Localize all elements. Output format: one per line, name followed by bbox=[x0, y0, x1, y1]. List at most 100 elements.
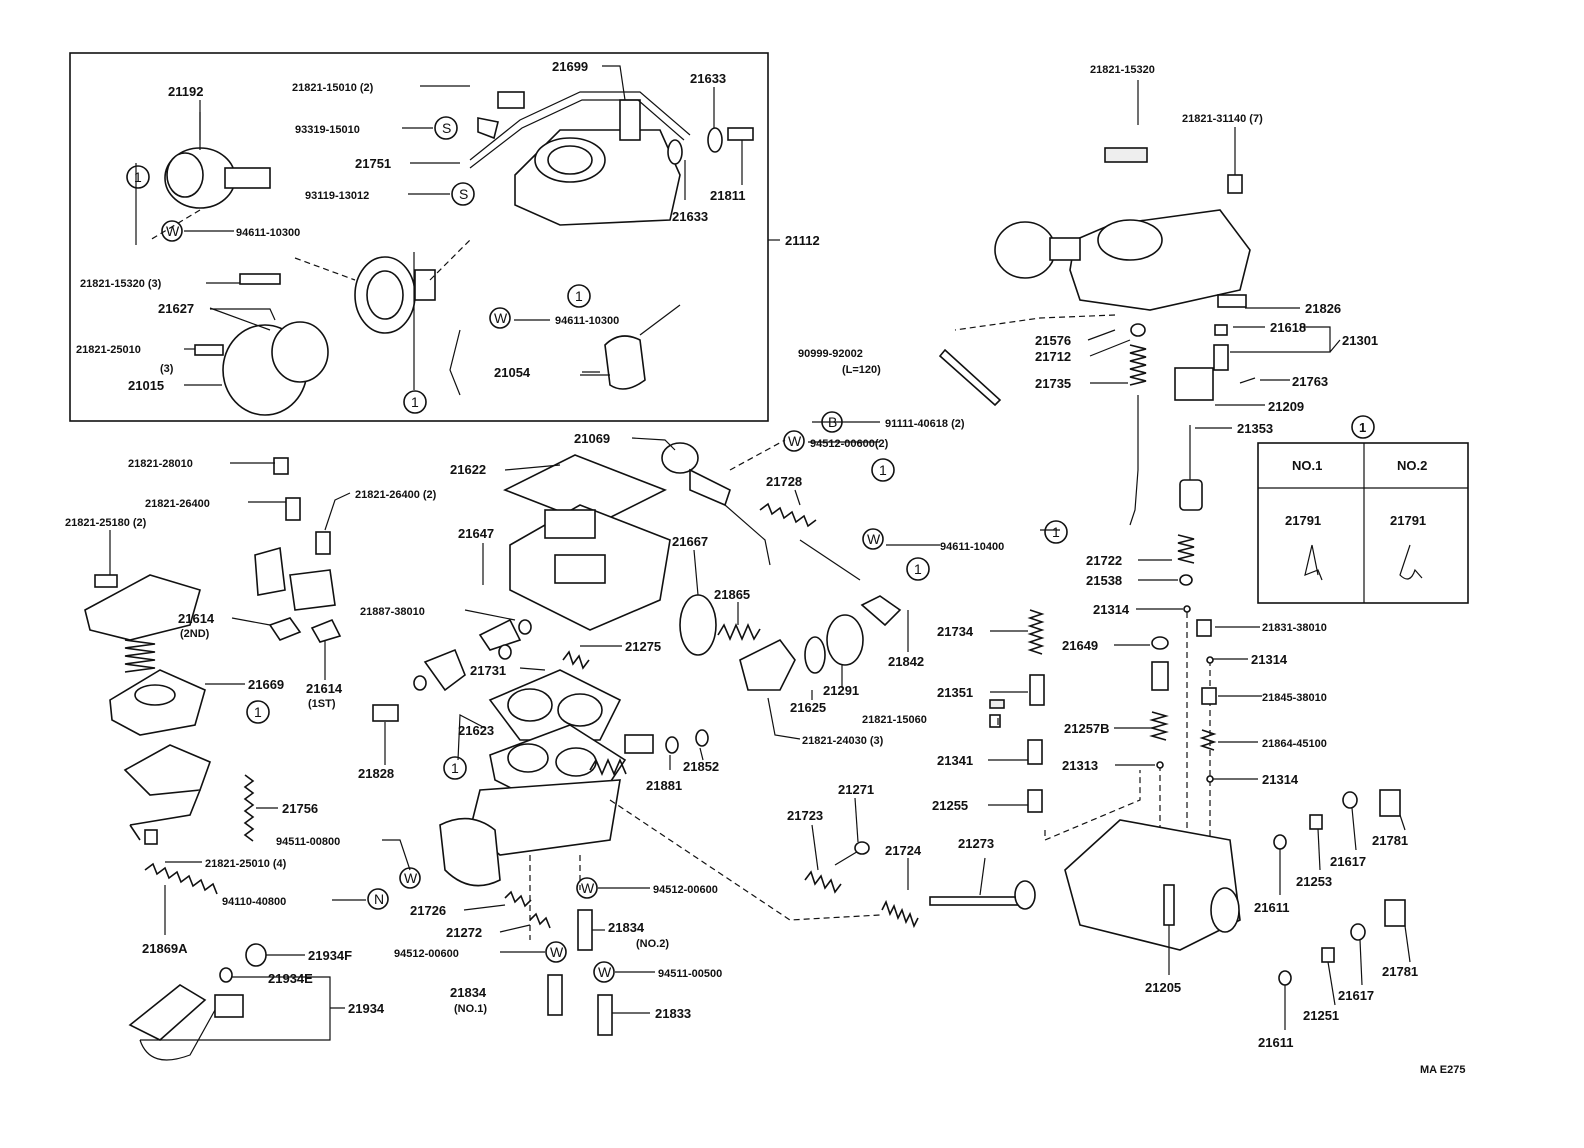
callout-1-g: 1 bbox=[254, 704, 262, 720]
label-21781-b: 21781 bbox=[1382, 964, 1418, 979]
callout-w-b: W bbox=[494, 310, 508, 326]
connector-21934 bbox=[214, 994, 244, 1018]
label-21821-24030: 21821-24030 (3) bbox=[802, 735, 884, 747]
part-21622-illustration bbox=[503, 454, 671, 631]
label-21821-28010: 21821-28010 bbox=[128, 458, 193, 470]
spring-21734 bbox=[1027, 609, 1045, 655]
callout-1-a: 1 bbox=[134, 169, 142, 185]
label-21353: 21353 bbox=[1237, 421, 1273, 436]
label-21623: 21623 bbox=[458, 723, 494, 738]
label-21735: 21735 bbox=[1035, 376, 1071, 391]
part-21069-illustration bbox=[661, 442, 731, 507]
part-21257b-jet bbox=[1151, 661, 1169, 691]
legend-col1-part: 21791 bbox=[1285, 513, 1321, 528]
part-21667 bbox=[679, 594, 717, 656]
bracket-21756 bbox=[129, 789, 201, 841]
washer-21887 bbox=[518, 619, 532, 635]
label-21699: 21699 bbox=[552, 59, 588, 74]
part-21255 bbox=[1027, 789, 1043, 813]
label-21826: 21826 bbox=[1305, 301, 1341, 316]
label-21351: 21351 bbox=[937, 685, 973, 700]
part-21625 bbox=[739, 638, 796, 691]
label-21712: 21712 bbox=[1035, 349, 1071, 364]
part-ring-illustration bbox=[354, 256, 436, 334]
label-21611-a: 21611 bbox=[1254, 900, 1289, 915]
ball-21314-c bbox=[1206, 775, 1214, 783]
washer-21934e bbox=[219, 967, 233, 983]
label-94611-10300-a: 94611-10300 bbox=[236, 227, 300, 239]
ball-21314-a bbox=[1183, 605, 1191, 613]
label-21821-25010-4: 21821-25010 (4) bbox=[205, 858, 287, 870]
label-21633-a: 21633 bbox=[690, 71, 726, 86]
washer-21617-a bbox=[1342, 791, 1358, 809]
part-21934-solenoid bbox=[128, 984, 207, 1041]
washer-21731 bbox=[413, 675, 427, 691]
callout-w-d: W bbox=[867, 531, 881, 547]
part-gasket-left bbox=[123, 744, 212, 796]
label-21614-2nd: 21614 bbox=[178, 611, 215, 626]
label-21842: 21842 bbox=[888, 654, 924, 669]
screw-21251 bbox=[1321, 947, 1335, 963]
spring-21723 bbox=[804, 870, 842, 894]
label-21257b: 21257B bbox=[1064, 721, 1110, 736]
spring-21864-45100 bbox=[1199, 729, 1217, 751]
callout-w-e: W bbox=[404, 870, 418, 886]
part-21192-illustration bbox=[164, 112, 271, 209]
label-21821-25180: 21821-25180 (2) bbox=[65, 517, 147, 529]
bolt-21834-no1 bbox=[547, 974, 563, 1016]
washer-21611-a bbox=[1273, 834, 1287, 850]
spring-21865 bbox=[717, 622, 761, 642]
lever-21731 bbox=[423, 648, 466, 692]
gasket-21625 bbox=[804, 636, 826, 674]
callout-1-h: 1 bbox=[451, 760, 459, 776]
label-21881: 21881 bbox=[646, 778, 682, 793]
bolt-21821-28010 bbox=[273, 457, 289, 475]
label-21069: 21069 bbox=[574, 431, 610, 446]
part-21205 bbox=[1163, 884, 1175, 926]
label-21834-no1-qty: (NO.1) bbox=[454, 1003, 487, 1015]
label-21734: 21734 bbox=[937, 624, 974, 639]
label-91111-40618: 91111-40618 (2) bbox=[885, 418, 965, 430]
callout-w-g: W bbox=[550, 944, 564, 960]
bolt-21833 bbox=[597, 994, 613, 1036]
label-21811: 21811 bbox=[710, 188, 745, 203]
label-21751: 21751 bbox=[355, 156, 391, 171]
label-90999-92002-l: (L=120) bbox=[842, 364, 881, 376]
label-21649: 21649 bbox=[1062, 638, 1098, 653]
label-21934f: 21934F bbox=[308, 948, 352, 963]
label-21301: 21301 bbox=[1342, 333, 1378, 348]
tube-90999-92002 bbox=[938, 348, 1002, 407]
part-21538 bbox=[1179, 574, 1193, 586]
label-21255: 21255 bbox=[932, 798, 968, 813]
spring-21724 bbox=[881, 899, 919, 929]
spring-21722 bbox=[1177, 534, 1195, 564]
label-21722: 21722 bbox=[1086, 553, 1122, 568]
label-21618: 21618 bbox=[1270, 320, 1306, 335]
plug-21845-38010 bbox=[1201, 687, 1217, 705]
label-21614-1st-qty: (1ST) bbox=[308, 698, 336, 710]
label-21625: 21625 bbox=[790, 700, 826, 715]
legend-col2-header: NO.2 bbox=[1397, 458, 1427, 473]
plate-21842 bbox=[860, 595, 902, 627]
spring-21275 bbox=[562, 650, 590, 670]
label-21726: 21726 bbox=[410, 903, 446, 918]
label-94110-40800: 94110-40800 bbox=[222, 896, 286, 908]
label-21821-15320: 21821-15320 bbox=[1090, 64, 1155, 76]
spring-21272 bbox=[529, 912, 551, 929]
screw-21273 bbox=[929, 896, 1021, 906]
label-21833: 21833 bbox=[655, 1006, 691, 1021]
spring-21735 bbox=[1129, 344, 1147, 386]
part-21614-1st bbox=[310, 618, 342, 643]
part-21301-valve bbox=[1213, 344, 1229, 371]
spring-21257b bbox=[1149, 711, 1169, 741]
label-21209: 21209 bbox=[1268, 399, 1304, 414]
plug-21781-b bbox=[1384, 899, 1406, 927]
plug-21781-a bbox=[1379, 789, 1401, 817]
legend-table: 1 NO.1 NO.2 21791 21791 bbox=[1257, 415, 1469, 604]
part-21623-body bbox=[469, 669, 627, 856]
label-21273: 21273 bbox=[958, 836, 994, 851]
screw-21821-25010-4 bbox=[144, 829, 158, 845]
screw-mixture bbox=[624, 734, 654, 754]
label-21647: 21647 bbox=[458, 526, 494, 541]
